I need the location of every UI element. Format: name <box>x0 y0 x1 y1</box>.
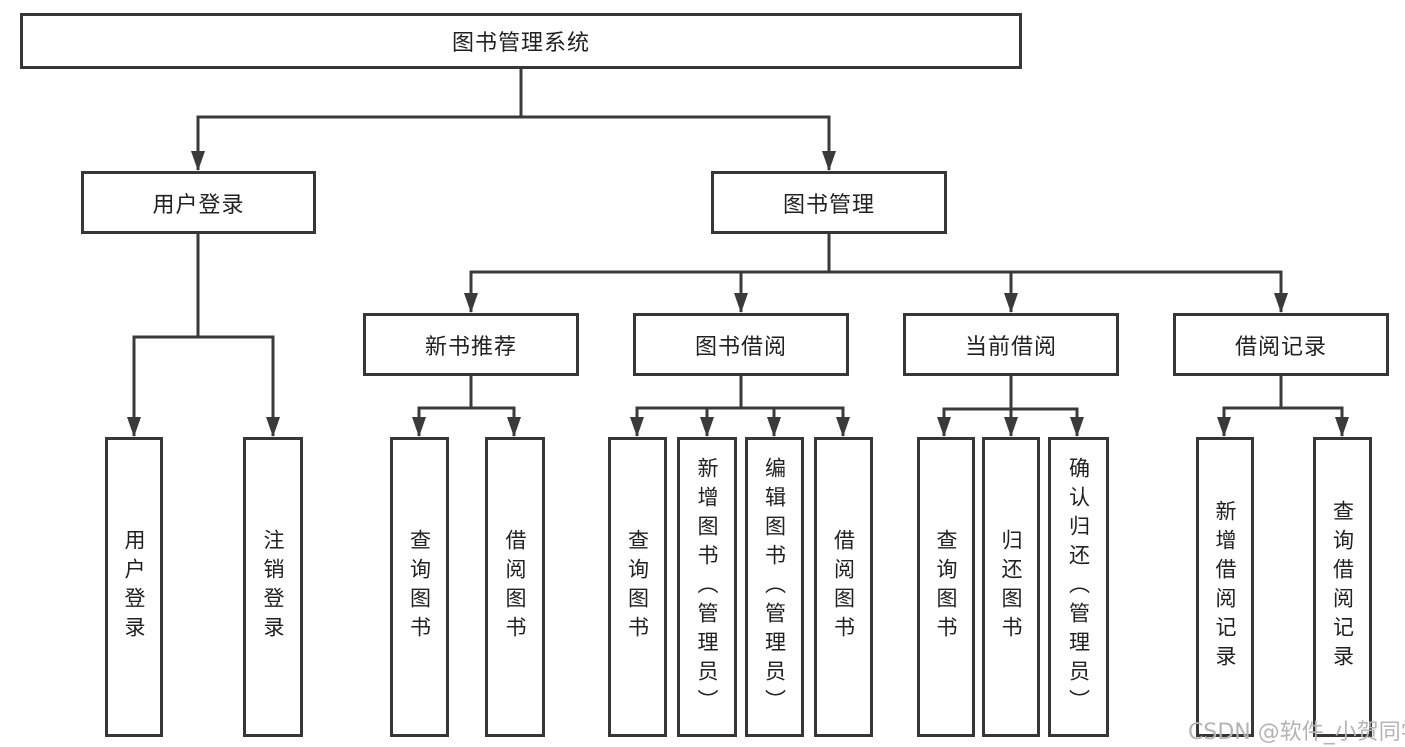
node-current-borrowing: 当前借阅 <box>903 313 1119 376</box>
leaf-borrow-books: 借阅图书 <box>814 437 873 737</box>
leaf-user-login: 用户登录 <box>105 437 163 737</box>
leaf-query-borrow-record: 查询借阅记录 <box>1313 437 1372 737</box>
leaf-label: 用户登录 <box>122 529 147 645</box>
leaf-label: 查询借阅记录 <box>1330 500 1355 674</box>
leaf-query-books-current: 查询图书 <box>917 437 975 737</box>
node-new-book-recommend: 新书推荐 <box>363 313 579 376</box>
leaf-label: 借阅图书 <box>831 529 856 645</box>
leaf-label: 查询图书 <box>407 529 432 645</box>
leaf-add-borrow-record: 新增借阅记录 <box>1196 437 1254 737</box>
csdn-watermark: CSDN @软件_小贺同学 <box>1188 720 1405 745</box>
leaf-label: 查询图书 <box>625 529 650 645</box>
node-user-login: 用户登录 <box>81 171 316 234</box>
node-book-borrowing: 图书借阅 <box>633 313 849 376</box>
leaf-label: 注销登录 <box>261 529 286 645</box>
leaf-label: 新增图书（管理员） <box>695 456 720 718</box>
node-borrowing-records: 借阅记录 <box>1173 313 1389 376</box>
leaf-label: 确认归还（管理员） <box>1066 456 1091 718</box>
node-book-management: 图书管理 <box>711 171 947 234</box>
leaf-query-books-recommend: 查询图书 <box>390 437 449 737</box>
leaf-borrow-books-recommend: 借阅图书 <box>485 437 545 737</box>
node-root: 图书管理系统 <box>20 13 1022 69</box>
leaf-logout: 注销登录 <box>243 437 303 737</box>
leaf-confirm-return-admin: 确认归还（管理员） <box>1048 437 1109 737</box>
leaf-label: 归还图书 <box>999 529 1024 645</box>
leaf-label: 查询图书 <box>934 529 959 645</box>
leaf-edit-book-admin: 编辑图书（管理员） <box>745 437 804 737</box>
leaf-query-books-borrow: 查询图书 <box>608 437 667 737</box>
leaf-return-books: 归还图书 <box>982 437 1040 737</box>
leaf-label: 借阅图书 <box>503 529 528 645</box>
leaf-add-book-admin: 新增图书（管理员） <box>677 437 737 737</box>
leaf-label: 编辑图书（管理员） <box>762 456 787 718</box>
leaf-label: 新增借阅记录 <box>1213 500 1238 674</box>
